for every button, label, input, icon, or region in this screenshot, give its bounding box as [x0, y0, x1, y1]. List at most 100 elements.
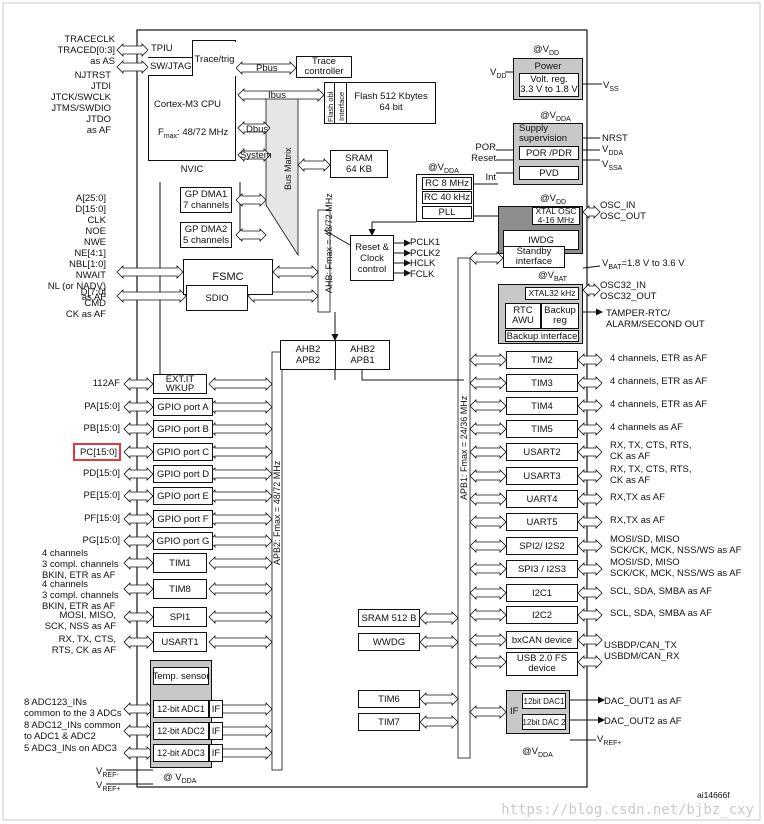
- adc-vdda: @ VDDA: [163, 772, 197, 785]
- adc1-block: 12-bit ADC1: [153, 700, 209, 718]
- swjtag-block: SW/JTAG: [148, 58, 192, 76]
- cpu-fmax: Fmax: 48/72 MHz: [158, 127, 229, 140]
- apb1-periph-4-block: USART2: [506, 443, 578, 461]
- spi1-block: SPI1: [153, 607, 207, 627]
- dac-out1: DAC_OUT1 as AF: [604, 696, 682, 707]
- apb1-periph-8-block: SPI2/ I2S2: [506, 537, 578, 555]
- vbat-label: @VBAT: [538, 270, 568, 283]
- rc-osc-frame: [416, 174, 474, 222]
- gpio-pins-b: PB[15:0]: [83, 423, 120, 434]
- gpio-port-g-block: GPIO port G: [153, 532, 213, 550]
- usart1-block: USART1: [153, 632, 207, 652]
- flash-frame: [324, 82, 436, 124]
- apb2-label: APB2: Fmax = 48/72 MHz: [272, 460, 282, 565]
- apb1-periph-2-block: TIM4: [506, 397, 578, 415]
- apb1-periph-11-signals: SCL, SDA, SMBA as AF: [610, 608, 712, 619]
- rc-8mhz-block: RC 8 MHz: [422, 177, 472, 190]
- dac-vdda: @VDDA: [522, 746, 553, 759]
- ahb-label: AHB: Fmax = 48/72 MHz: [324, 193, 334, 293]
- por-pdr-block: POR /PDR: [519, 146, 579, 160]
- nvic-block: NVIC: [148, 160, 236, 178]
- dac1-block: 12bit DAC1: [522, 693, 566, 709]
- power-vdd-left: VDD: [490, 67, 507, 80]
- dac2-block: 12bit DAC 2: [522, 714, 566, 730]
- adc1-if: IF: [209, 700, 223, 718]
- apb1-periph-1-block: TIM3: [506, 374, 578, 392]
- backup-interface: Backup interface: [505, 330, 579, 342]
- pvd-block: PVD: [519, 166, 579, 180]
- apb1-periph-11-block: I2C2: [506, 606, 578, 624]
- system-label: System: [240, 150, 272, 161]
- tim7-block: TIM7: [358, 713, 420, 731]
- dac-out2: DAC_OUT2 as AF: [604, 716, 682, 727]
- adc3-block: 12-bit ADC3: [153, 744, 209, 762]
- power-vss: VSS: [603, 80, 619, 93]
- ibus-label: Ibus: [268, 90, 286, 101]
- usart1-signals: RX, TX, CTS,RTS, CK as AF: [51, 634, 116, 656]
- vbat-range: VBAT=1.8 V to 3.6 V: [602, 258, 685, 271]
- apb1-periph-1-signals: 4 channels, ETR as AF: [610, 376, 708, 387]
- apb1-periph-2-signals: 4 channels, ETR as AF: [610, 399, 708, 410]
- gpio-port-a-block: GPIO port A: [153, 398, 213, 416]
- gpio-port-c-block: GPIO port C: [153, 443, 213, 461]
- gpio-port-d-block: GPIO port D: [153, 465, 213, 483]
- gpio-pins-c: PC[15:0]: [73, 443, 121, 461]
- gpio-pins-d: PD[15:0]: [83, 468, 120, 479]
- gpio-pins-f: PF[15:0]: [84, 513, 120, 524]
- sram-512b-block: SRAM 512 B: [358, 609, 420, 627]
- gpio-port-f-block: GPIO port F: [153, 510, 213, 528]
- gpio-pins-g: PG[15:0]: [82, 535, 121, 546]
- tamper-signals: TAMPER-RTC/ALARM/SECOND OUT: [606, 308, 705, 330]
- xtal-vdd: @VDD: [540, 193, 567, 206]
- spi1-signals: MOSI, MISO,SCK, NSS as AF: [44, 610, 116, 632]
- apb1-periph-6-signals: RX,TX as AF: [610, 492, 665, 503]
- gpio-port-e-block: GPIO port E: [153, 487, 213, 505]
- apb1-periph-7-signals: RX,TX as AF: [610, 515, 665, 526]
- vref-minus: VREF-: [96, 766, 119, 779]
- sdio-block: SDIO: [186, 285, 248, 311]
- apb1-periph-5-block: USART3: [506, 467, 578, 485]
- exti-signal: 112AF: [92, 378, 120, 389]
- voltage-regulator: Volt. reg.3.3 V to 1.8 V: [519, 73, 579, 97]
- gpio-pins-a: PA[15:0]: [84, 401, 120, 412]
- flash-obl-label: Flash obl: [326, 91, 335, 122]
- apb1-periph-3-block: TIM5: [506, 420, 578, 438]
- xtal32-block: XTAL32 kHz: [525, 287, 579, 300]
- tim6-block: TIM6: [358, 690, 420, 708]
- apb1-periph-3-signals: 4 channels as AF: [610, 422, 683, 433]
- dac-if: IF: [510, 706, 519, 717]
- apb1-periph-10-signals: SCL, SDA, SMBA as AF: [610, 586, 712, 597]
- power-vdd: @VDD: [533, 44, 560, 57]
- supply-right-signals: NRST VDDA VSSA: [602, 133, 628, 172]
- power-title: Power: [534, 61, 562, 72]
- tim8-block: TIM8: [153, 579, 207, 599]
- gpio-port-b-block: GPIO port B: [153, 420, 213, 438]
- rc-40khz-block: RC 40 kHz: [422, 191, 472, 204]
- apb1-periph-10-block: I2C1: [506, 584, 578, 602]
- tpiu-block: TPIU: [148, 40, 192, 58]
- apb1-periph-5-signals: RX, TX, CTS, RTS,CK as AF: [610, 464, 692, 486]
- bus-matrix-label: Bus Matrix: [283, 147, 293, 190]
